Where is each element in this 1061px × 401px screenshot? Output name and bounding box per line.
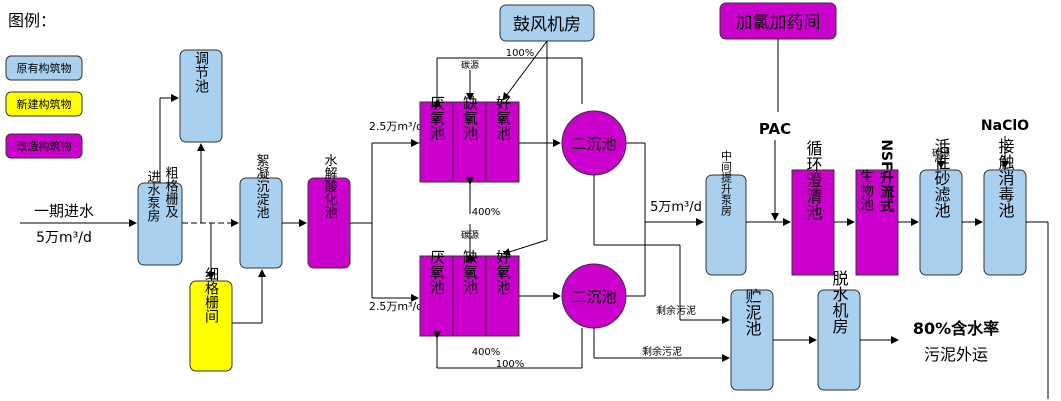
inflow-label: 一期进水 [34, 202, 94, 220]
fine-screen-label: 细格栅间 [203, 267, 219, 324]
legend-title: 图例： [8, 11, 56, 30]
legend-item-existing: 原有构筑物 [5, 55, 83, 81]
sludge-out-line2: 污泥外运 [924, 345, 988, 364]
mid-lift-label: 中间提升泵房 [720, 150, 733, 217]
dewatering-label: 脱水机房 [830, 270, 849, 335]
naclo-label: NaClO [981, 118, 1029, 134]
coarse-screen-label-b: 粗格栅及 [163, 166, 179, 218]
coarse-screen-label-a: 进水泵房 [145, 170, 161, 222]
sludge-tank-label: 贮泥池 [743, 288, 762, 336]
carbon-top-label: 碳源 [461, 59, 479, 71]
recycle-bot-label: 400% [472, 347, 501, 358]
top-aao-train: 厌氧池 缺氧池 好氧池 [419, 96, 520, 183]
bottom-anoxic-pool [452, 255, 487, 337]
legend-label-new: 新建构筑物 [17, 97, 72, 111]
recycle-top-label: 100% [506, 48, 535, 59]
pac-label: PAC [759, 120, 791, 138]
top-anoxic-label: 缺氧池 [461, 96, 479, 141]
nsf-label: NSF升流式 [878, 139, 894, 214]
flow-bottom-label: 2.5万m³/d [369, 300, 423, 313]
secondary-clarifier-bottom-label: 二沉池 [571, 288, 616, 306]
inflow-rate: 5万m³/d [36, 230, 92, 246]
recycle-mid-label: 400% [472, 207, 501, 218]
secondary-clarifier-top-label: 二沉池 [571, 135, 616, 153]
excess-sludge-label-1: 剩余污泥 [656, 304, 696, 317]
excess-sludge-label-2: 剩余污泥 [642, 345, 682, 358]
bottom-aao-train: 厌氧池 缺氧池 好氧池 [419, 250, 520, 337]
fine-screen-house [189, 280, 233, 372]
legend-item-new: 新建构筑物 [5, 91, 83, 117]
bottom-anoxic-label: 缺氧池 [461, 250, 479, 295]
bottom-aerobic-label: 好氧池 [494, 250, 512, 295]
top-aerobic-pool [485, 101, 520, 183]
sand-filter-label: 活性砂滤池 [932, 138, 951, 218]
bottom-anaerobic-label: 厌氧池 [428, 250, 446, 295]
mid-flow-label: 5万m³/d [650, 200, 702, 215]
bio-pool-label: 生物池 [858, 169, 874, 211]
circulating-clarifier-label: 循环澄清池 [804, 140, 823, 220]
blower-house-label: 鼓风机房 [513, 15, 581, 35]
legend-label-existing: 原有构筑物 [17, 61, 72, 75]
chlorine-dosing-label: 加氯加药间 [736, 13, 821, 33]
regulating-pool [179, 49, 223, 143]
top-anoxic-pool [452, 101, 487, 183]
recycle-bottom-label: 100% [496, 359, 525, 370]
circulating-clarifier [791, 169, 835, 276]
nsf-upflow-bio-pool [855, 169, 899, 276]
sludge-out-line1: 80%含水率 [913, 319, 999, 338]
top-aerobic-label: 好氧池 [494, 96, 512, 141]
carbon-mid-label: 碳源 [461, 229, 479, 241]
legend-label-modified: 改造构筑物 [17, 139, 72, 153]
top-anaerobic-pool [419, 101, 454, 183]
hydrolysis-label: 水解酸化池 [322, 154, 338, 219]
top-anaerobic-label: 厌氧池 [428, 96, 446, 141]
coagulation-sedimentation-label: 絮凝沉淀池 [254, 153, 270, 219]
contact-disinfection-label: 接触消毒池 [996, 138, 1015, 218]
mid-lift-pump-house [705, 174, 747, 276]
legend-item-modified: 改造构筑物 [5, 133, 83, 159]
flow-top-label: 2.5万m³/d [369, 120, 423, 133]
regulating-pool-label: 调节池 [193, 51, 209, 93]
